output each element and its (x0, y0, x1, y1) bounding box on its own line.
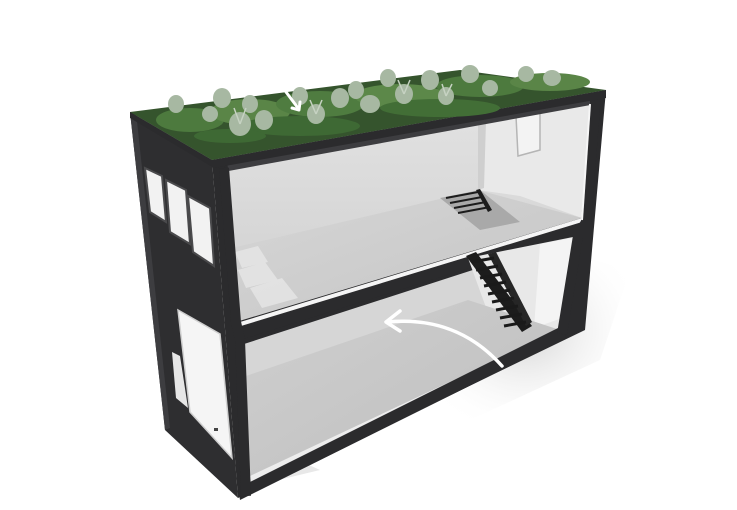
stair-top-rail (476, 189, 492, 212)
middle-slab-light (240, 218, 582, 326)
floor-light-patch (250, 278, 298, 308)
side-window (164, 178, 192, 246)
upper-room (228, 102, 590, 322)
stair-opening (440, 190, 520, 230)
side-window (143, 166, 168, 224)
staircase (466, 252, 532, 332)
stair-top (445, 191, 491, 214)
bottom-slab (238, 326, 566, 500)
side-window (186, 194, 216, 268)
door-handle (214, 428, 218, 431)
door-side-panel (172, 352, 188, 408)
curved-arrow-icon (384, 309, 504, 368)
frame-inner-edge (227, 99, 591, 171)
roof-plants (168, 65, 561, 136)
upper-right-wall-shade (478, 121, 486, 190)
roof-plant-leaves (233, 79, 453, 125)
stair-stringer (488, 252, 532, 326)
left-side-wall-edge (130, 112, 170, 430)
frame-right-post-light (581, 103, 591, 221)
back-window (515, 111, 541, 157)
frame-right-post (557, 95, 601, 335)
floor-light-patch (238, 262, 278, 288)
middle-slab (236, 218, 582, 340)
frame-left-post (219, 167, 251, 497)
floor-light-patch (235, 246, 268, 268)
side-windows (143, 166, 216, 268)
upper-right-wall (478, 102, 590, 218)
side-door (177, 308, 233, 461)
down-arrow-icon (284, 90, 302, 112)
